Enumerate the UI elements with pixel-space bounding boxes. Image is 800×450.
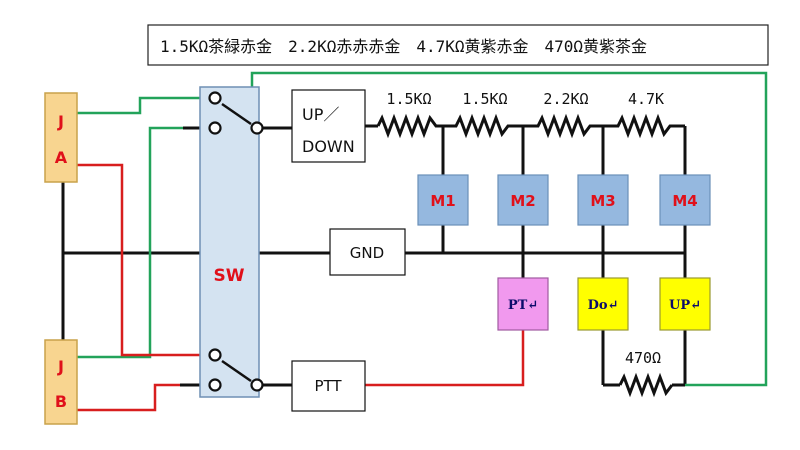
bottom-switch — [208, 348, 264, 392]
connector-ja-line1: J — [57, 112, 64, 131]
updown-label-line1: UP／ — [302, 105, 339, 124]
pt-button-label: PT↵ — [508, 298, 538, 313]
switch-label: SW — [214, 266, 245, 286]
legend-text: 1.5KΩ茶緑赤金 2.2KΩ赤赤赤金 4.7KΩ黄紫赤金 470Ω黄紫茶金 — [160, 37, 647, 56]
green-wires — [77, 71, 768, 387]
memory-button-m1-label: M1 — [430, 192, 455, 210]
ptt-box: PTT — [291, 360, 366, 412]
connector-jb-line1: J — [57, 357, 64, 376]
red-wires — [77, 163, 525, 412]
memory-button-m4: M4 — [659, 174, 711, 226]
black-wires — [61, 113, 687, 398]
up-button-label: UP↵ — [669, 298, 701, 313]
pt-button: PT↵ — [497, 277, 549, 331]
memory-button-m3-label: M3 — [590, 192, 615, 210]
ptt-label: PTT — [314, 377, 342, 395]
updown-box: UP／ DOWN — [291, 89, 366, 163]
resistor-r3-label: 2.2KΩ — [543, 90, 588, 108]
do-button-label: Do↵ — [588, 298, 619, 313]
resistor-r1-label: 1.5KΩ — [386, 90, 431, 108]
resistor-color-legend: 1.5KΩ茶緑赤金 2.2KΩ赤赤赤金 4.7KΩ黄紫赤金 470Ω黄紫茶金 — [147, 24, 769, 66]
updown-label-line2: DOWN — [302, 137, 355, 156]
resistor-r5-label: 470Ω — [625, 349, 661, 367]
resistor-labels: 1.5KΩ 1.5KΩ 2.2KΩ 4.7K 470Ω — [386, 90, 664, 367]
up-button: UP↵ — [659, 277, 711, 331]
top-switch — [208, 91, 264, 135]
connector-jb: J B — [44, 339, 78, 425]
gnd-label: GND — [350, 244, 384, 262]
do-button: Do↵ — [577, 277, 629, 331]
connector-ja: J A — [44, 92, 78, 183]
memory-button-m3: M3 — [577, 174, 629, 226]
switch-panel: SW — [199, 86, 260, 398]
connector-ja-line2: A — [55, 148, 68, 167]
resistor-r4-label: 4.7K — [628, 90, 664, 108]
memory-button-m4-label: M4 — [672, 192, 697, 210]
gnd-box: GND — [329, 228, 406, 276]
resistor-r2-label: 1.5KΩ — [462, 90, 507, 108]
memory-button-m2-label: M2 — [510, 192, 535, 210]
connector-jb-line2: B — [55, 392, 67, 411]
memory-button-m2: M2 — [497, 174, 549, 226]
memory-button-m1: M1 — [417, 174, 469, 226]
